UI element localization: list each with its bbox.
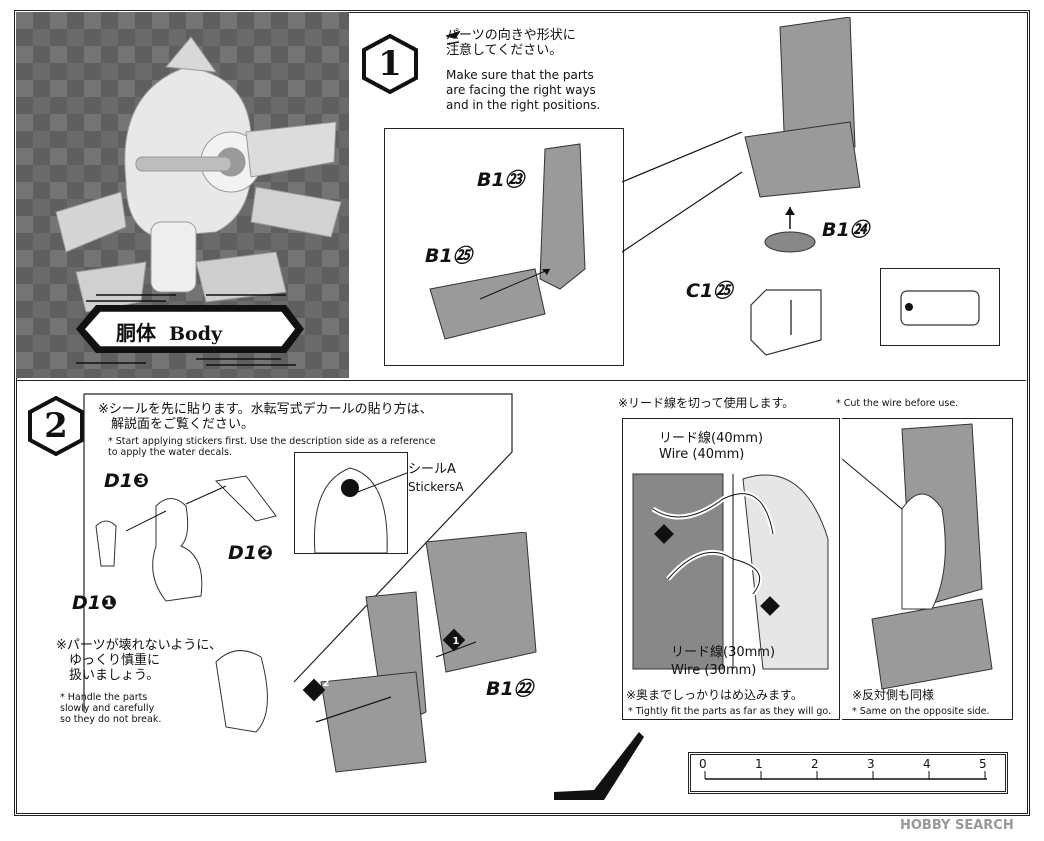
handle-note-en: * Handle the parts slowly and carefully … bbox=[60, 692, 162, 725]
tight-fit-jp: ※奥までしっかりはめ込みます。 bbox=[626, 688, 803, 702]
scale-tick-0: 0 bbox=[699, 757, 707, 771]
order-2: 2 bbox=[322, 678, 330, 689]
handle-note-jp: ※パーツが壊れないように、 ゆっくり慎重に 扱いましょう。 bbox=[56, 638, 222, 683]
decal-d1-1: D1❶ bbox=[72, 592, 118, 614]
face-sticker-panel bbox=[294, 452, 408, 554]
title-en: Body bbox=[168, 323, 223, 345]
title-jp: 胴体 bbox=[116, 321, 156, 345]
hero-photo: 胴体 Body bbox=[16, 12, 349, 378]
sticker-a-en: StickersA bbox=[408, 480, 464, 494]
caution-icon bbox=[444, 30, 462, 54]
step1-section: 1 パーツの向きや形状に 注意してください。 Make sure that th… bbox=[350, 12, 1026, 382]
figure-decal-illustration bbox=[95, 475, 277, 602]
wire40-jp: リード線(40mm) bbox=[659, 431, 764, 446]
step1-note-en: Make sure that the parts are facing the … bbox=[446, 68, 601, 112]
wire40-en: Wire (40mm) bbox=[659, 447, 745, 462]
next-arrow bbox=[554, 732, 644, 800]
decal-d1-3: D1❸ bbox=[104, 470, 150, 492]
callout-lines bbox=[622, 132, 743, 253]
wire30-jp: リード線(30mm) bbox=[671, 645, 776, 660]
scale-tick-1: 1 bbox=[755, 757, 763, 771]
step1-number-badge: 1 bbox=[362, 34, 418, 94]
title-plate: 胴体 Body bbox=[56, 287, 306, 371]
section-divider bbox=[16, 380, 1026, 381]
decal-d1-2: D1❷ bbox=[228, 542, 274, 564]
wire-illustration bbox=[632, 473, 829, 670]
assembled-figure-illustration bbox=[842, 423, 993, 690]
step1-note-jp: パーツの向きや形状に 注意してください。 bbox=[446, 28, 576, 58]
step2-number: 2 bbox=[44, 406, 68, 446]
scale-tick-5: 5 bbox=[979, 757, 987, 771]
page-frame bbox=[14, 10, 1030, 816]
step2-number-badge: 2 bbox=[28, 396, 84, 456]
wire30-en: Wire (30mm) bbox=[671, 663, 757, 678]
part-c1-25-illustration bbox=[750, 289, 822, 356]
assembled-seat-illustration bbox=[744, 17, 861, 198]
step2-section: 2 ※シールを先に貼ります。水転写式デカールの貼り方は、 解説面をご覧ください。… bbox=[16, 382, 1026, 814]
scale-tick-3: 3 bbox=[867, 757, 875, 771]
opposite-en: * Same on the opposite side. bbox=[852, 706, 990, 717]
opposite-jp: ※反対側も同様 bbox=[852, 688, 935, 702]
part-b1-22: B1㉒ bbox=[486, 678, 533, 700]
scale-tick-2: 2 bbox=[811, 757, 819, 771]
part-b1-23: B1㉓ bbox=[477, 169, 524, 191]
watermark: HOBBY SEARCH bbox=[900, 818, 1014, 833]
part-b1-25: B1㉕ bbox=[425, 245, 472, 267]
step2-callout-box bbox=[83, 393, 513, 712]
wire-title-jp: ※リード線を切って使用します。 bbox=[618, 396, 795, 410]
tight-fit-en: * Tightly fit the parts as far as they w… bbox=[628, 706, 832, 717]
seat-parts-illustration bbox=[429, 143, 586, 340]
step1-number: 1 bbox=[378, 44, 402, 84]
seat-assembly-illustration bbox=[215, 532, 537, 773]
wire-title-en: * Cut the wire before use. bbox=[836, 398, 959, 409]
step1-detail-panel: B1㉓ B1㉕ bbox=[384, 128, 624, 366]
wire-detail-panel: リード線(40mm) Wire (40mm) リード線(30mm) Wire (… bbox=[622, 418, 840, 720]
step2-note-jp: ※シールを先に貼ります。水転写式デカールの貼り方は、 解説面をご覧ください。 bbox=[98, 402, 433, 432]
order-1: 1 bbox=[452, 636, 460, 647]
opposite-side-panel bbox=[842, 418, 1013, 720]
part-b1-24-illustration bbox=[764, 207, 816, 253]
part-c1-25: C1㉕ bbox=[686, 280, 733, 302]
scale-ruler: 0 1 2 3 4 5 bbox=[688, 752, 1008, 794]
scale-tick-4: 4 bbox=[923, 757, 931, 771]
sticker-a-jp: シールA bbox=[408, 462, 456, 477]
step2-note-en: * Start applying stickers first. Use the… bbox=[108, 436, 436, 458]
part-b1-24: B1㉔ bbox=[822, 219, 869, 241]
sticker-preview-panel bbox=[880, 268, 1000, 346]
